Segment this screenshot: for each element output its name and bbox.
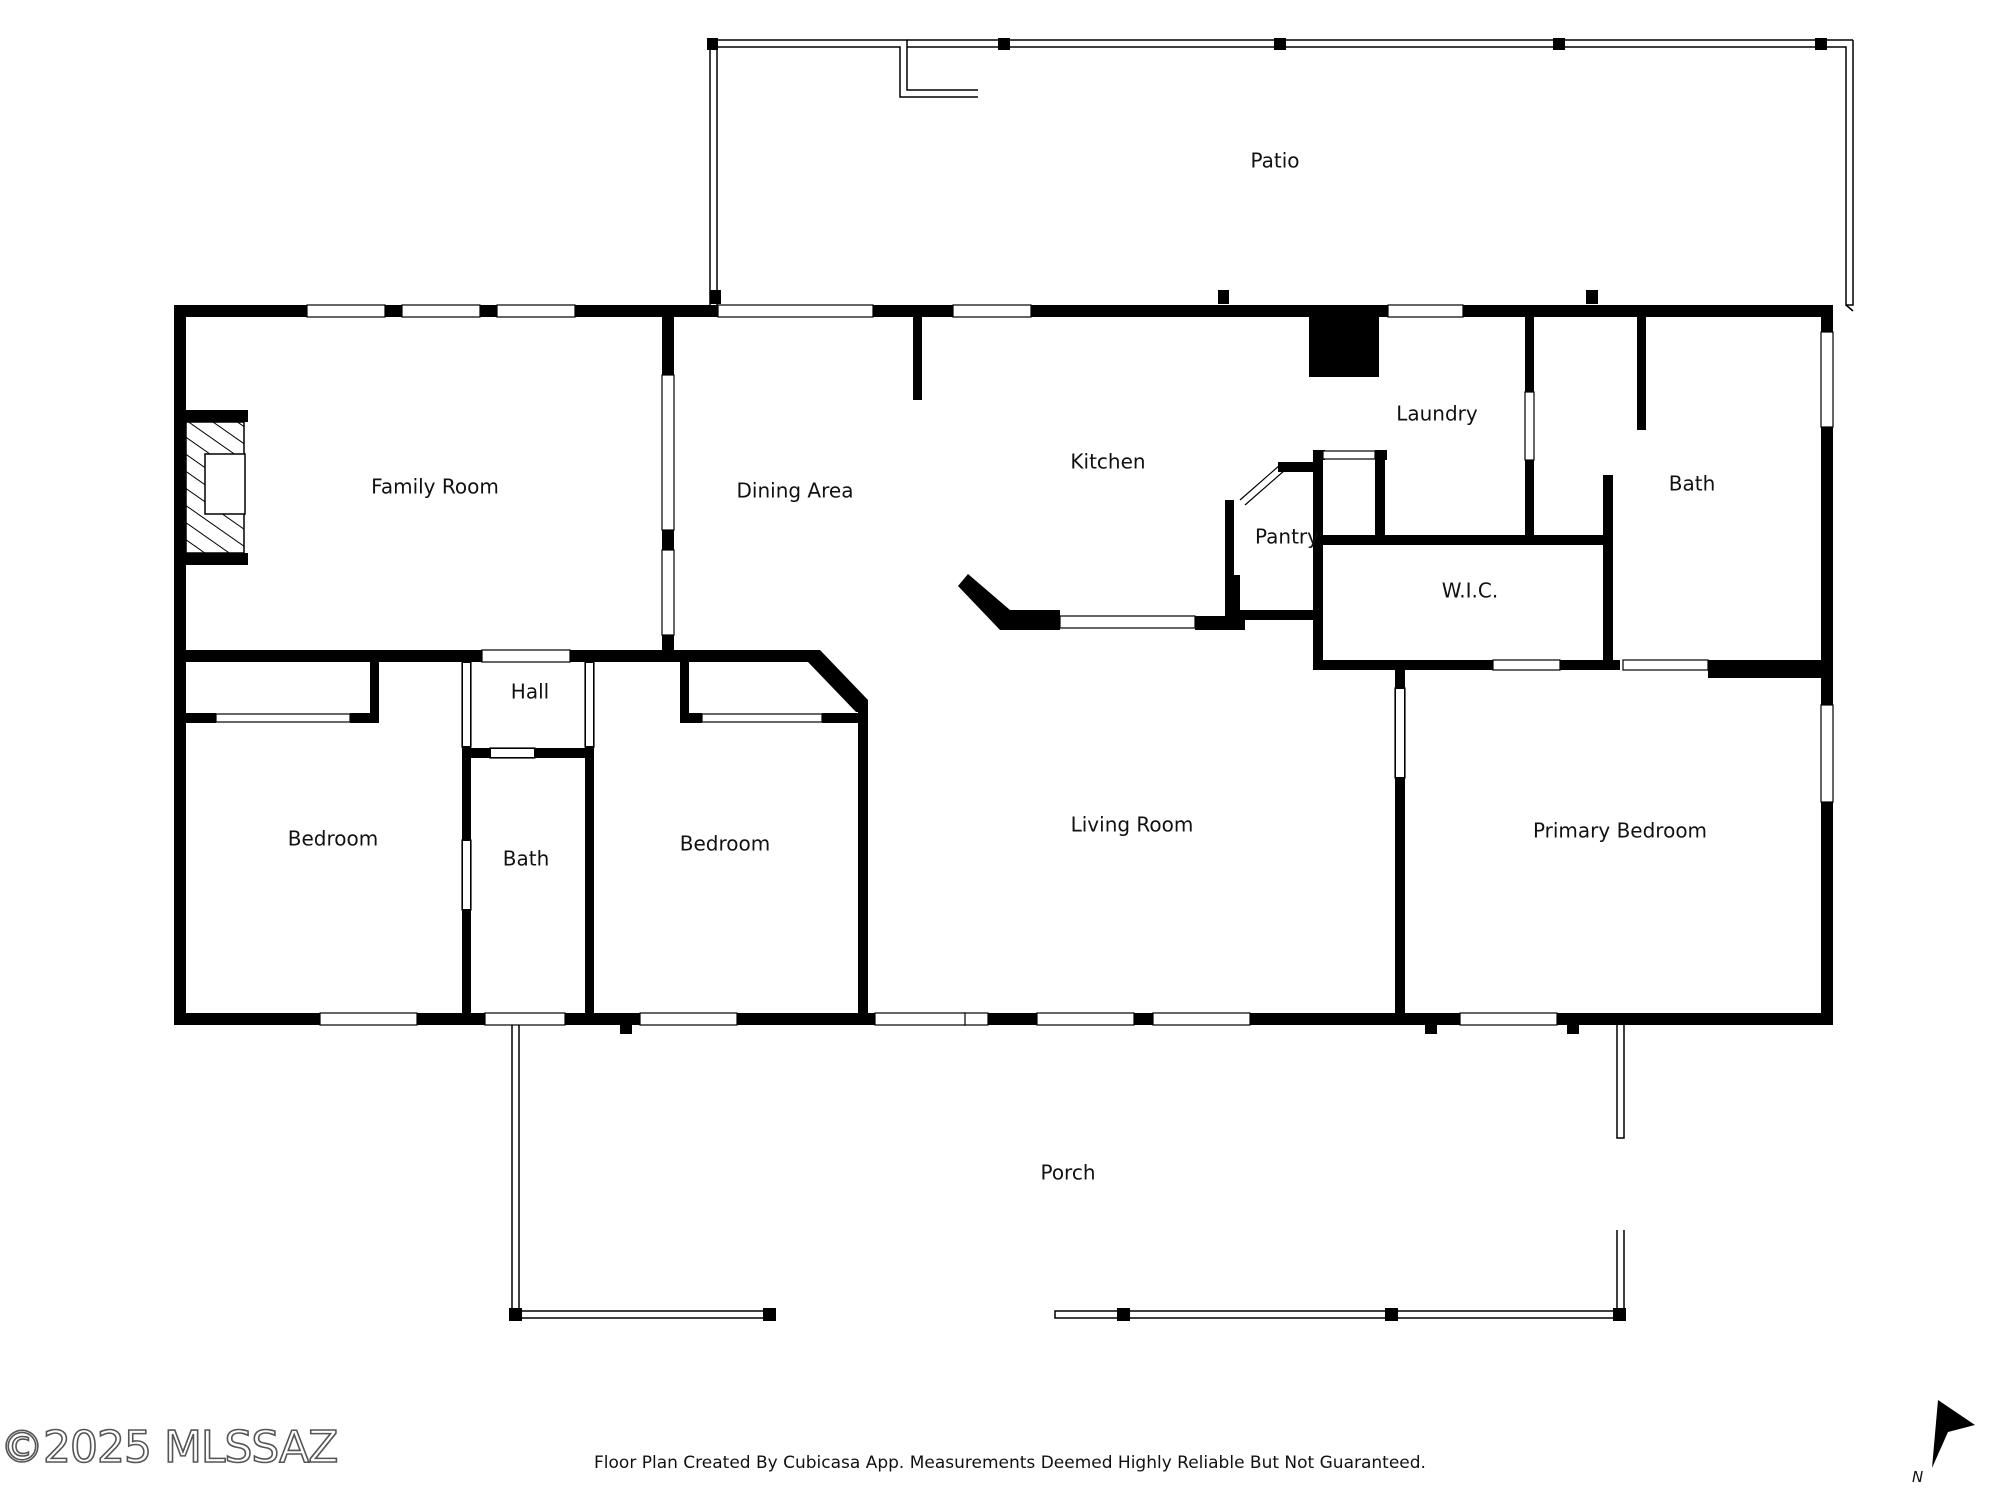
north-arrow-icon: N (1912, 1400, 1975, 1486)
room-label-living-room: Living Room (1071, 813, 1194, 837)
room-label-laundry: Laundry (1396, 402, 1478, 426)
patio-posts (707, 38, 1827, 304)
room-label-bedroom-middle: Bedroom (680, 832, 770, 856)
door-openings (482, 305, 1708, 1025)
room-label-primary-bedroom: Primary Bedroom (1533, 819, 1707, 843)
room-label-kitchen: Kitchen (1070, 450, 1145, 474)
porch-outline (511, 1020, 1625, 1319)
room-label-dining-area: Dining Area (737, 479, 854, 503)
room-label-porch: Porch (1040, 1161, 1095, 1185)
room-labels: Patio Family Room Dining Area Kitchen La… (288, 149, 1715, 1185)
door-jambs (461, 304, 1709, 1026)
room-label-patio: Patio (1250, 149, 1299, 173)
windows (215, 304, 1834, 1026)
fireplace-icon (185, 410, 248, 565)
copyright-watermark: ©2025 MLSSAZ (0, 1422, 337, 1473)
interior-walls (174, 305, 1833, 1020)
room-label-hall: Hall (511, 680, 549, 704)
door-gap-fills (463, 393, 1533, 909)
room-label-pantry: Pantry (1255, 525, 1319, 549)
room-label-family-room: Family Room (371, 475, 499, 499)
room-label-bedroom-west: Bedroom (288, 827, 378, 851)
room-label-wic: W.I.C. (1442, 579, 1498, 603)
compass-label: N (1912, 1468, 1923, 1486)
room-label-hall-bath: Bath (503, 847, 550, 871)
patio-outline (709, 39, 1854, 312)
disclaimer-text: Floor Plan Created By Cubicasa App. Meas… (594, 1453, 1426, 1473)
room-label-primary-bath: Bath (1669, 472, 1716, 496)
